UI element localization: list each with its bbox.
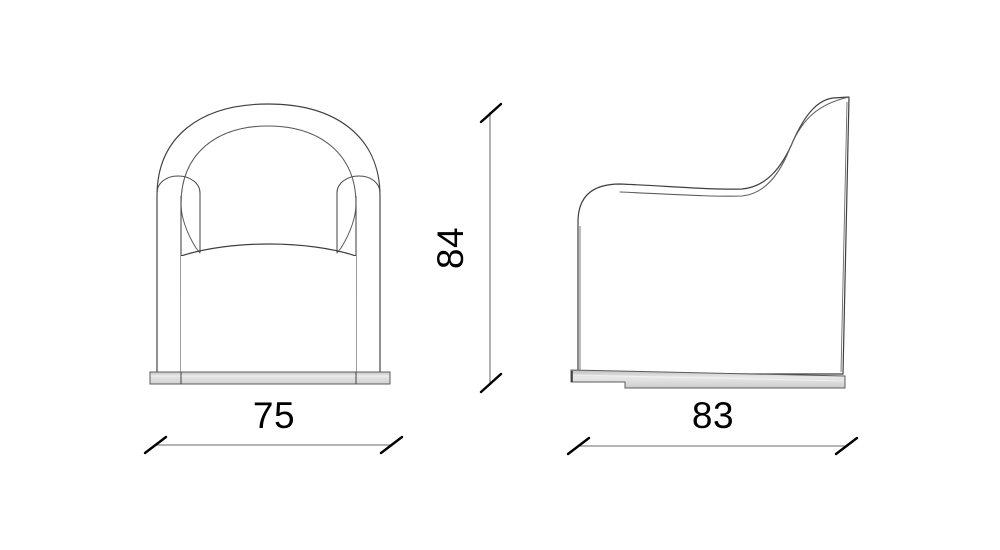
dimension-width-tick-left — [143, 435, 168, 455]
dimension-depth-83: 83 — [566, 395, 859, 456]
front-seat-front-face — [181, 256, 356, 378]
dimension-height-tick-top — [479, 102, 503, 124]
dimension-height-84: 84 — [430, 102, 503, 394]
side-inner-seam — [619, 96, 850, 197]
dimension-height-tick-bottom — [479, 372, 503, 394]
side-base-highlight — [572, 374, 845, 382]
dimension-depth-tick-right — [834, 436, 859, 456]
front-seat-cushion-arc — [180, 243, 357, 257]
front-base-plinth — [149, 371, 391, 385]
front-inner-arch — [180, 125, 357, 301]
side-back-inner-edge — [840, 101, 848, 373]
dimension-width-75: 75 — [143, 395, 404, 455]
front-elevation-view — [149, 103, 391, 385]
side-base-plinth — [570, 369, 846, 389]
dimension-depth-label: 83 — [692, 395, 734, 436]
front-right-armrest-cap — [336, 175, 381, 253]
dimension-depth-tick-left — [566, 436, 591, 456]
dimension-width-label: 75 — [253, 395, 295, 436]
side-elevation-view — [570, 96, 850, 389]
dimension-height-label: 84 — [430, 227, 471, 269]
front-left-armrest-cap — [156, 175, 201, 253]
side-outer-silhouette — [577, 96, 850, 375]
dimension-width-tick-right — [379, 435, 404, 455]
